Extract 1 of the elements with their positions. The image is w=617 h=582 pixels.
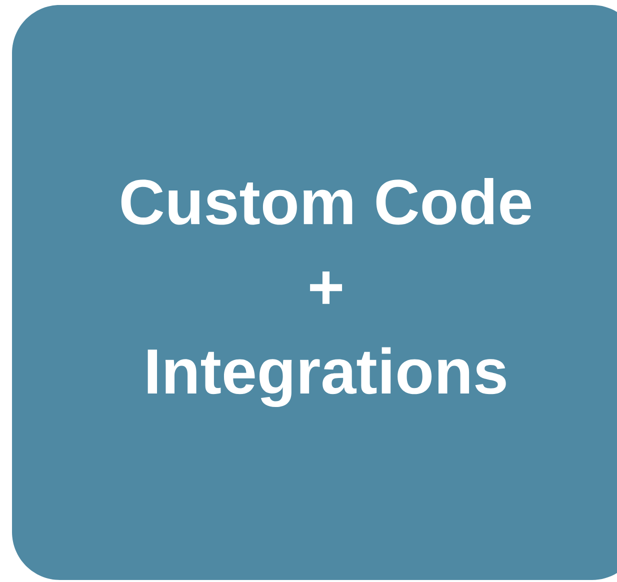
rounded-box: Custom Code + Integrations <box>12 4 617 580</box>
